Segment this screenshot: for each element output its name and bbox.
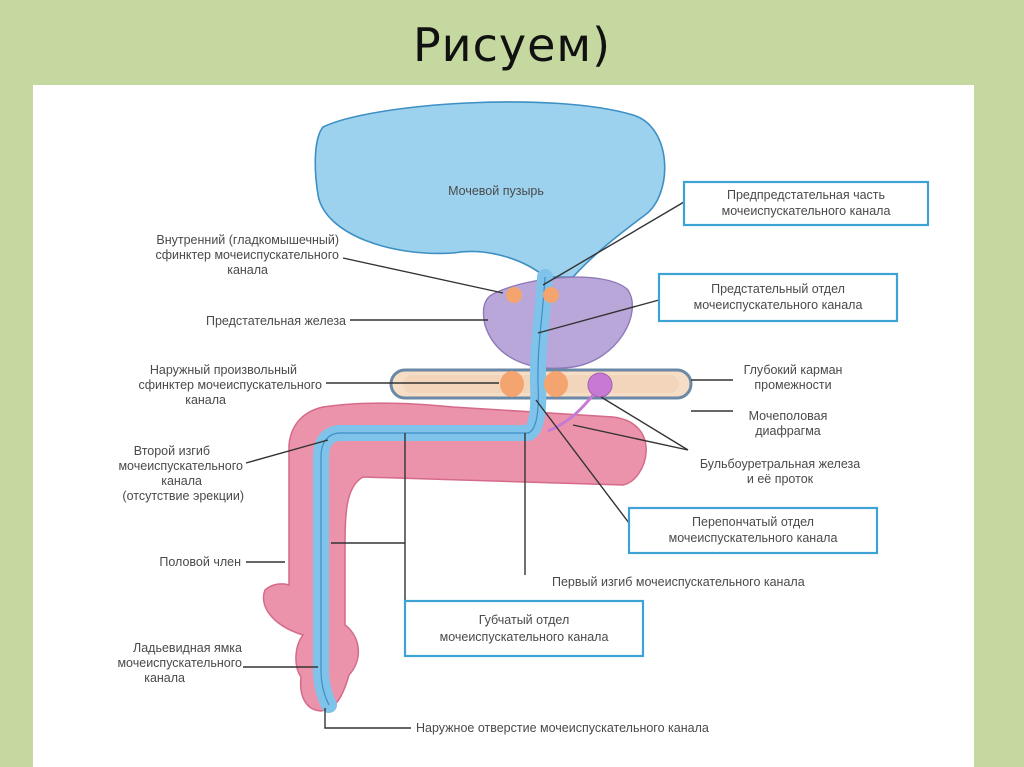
- external-sphincter-label-line-2: сфинктер мочеиспускательного: [138, 378, 322, 392]
- second-bend-label-line-1: Второй изгиб: [134, 444, 210, 458]
- bulbourethral-gland: [587, 372, 613, 398]
- prostatic-label-box: [657, 272, 899, 323]
- membranous-label-line-2: мочеиспускательного канала: [669, 531, 838, 545]
- external-sphincter-label-line-1: Наружный произвольный: [150, 363, 297, 377]
- external-sphincter-label-line-3: канала: [185, 393, 226, 407]
- second-bend-label-line-4: (отсутствие эрекции): [122, 489, 244, 503]
- preprostatic-label-box: [682, 180, 930, 227]
- bulbourethral-label-line-1: Бульбоуретральная железа: [700, 457, 860, 471]
- internal-sphincter: [506, 287, 522, 303]
- spongy-label-line-2: мочеиспускательного канала: [440, 630, 609, 644]
- navicular-fossa-label-line-3: канала: [144, 671, 185, 685]
- prostate-gland-label: Предстательная железа: [206, 314, 346, 328]
- prostate-shape: [482, 276, 633, 369]
- bladder-label: Мочевой пузырь: [448, 184, 544, 198]
- first-bend-label: Первый изгиб мочеиспускательного канала: [552, 575, 805, 589]
- penis-shape: [262, 402, 647, 712]
- spongy-label-line-1: Губчатый отдел: [479, 613, 570, 627]
- diaphragm-label-line-2: диафрагма: [755, 424, 821, 438]
- second-bend-label-line-3: канала: [161, 474, 202, 488]
- slide-title: Рисуем): [412, 18, 612, 72]
- internal-sphincter-label-line-2: сфинктер мочеиспускательного: [155, 248, 339, 262]
- penis-label: Половой член: [159, 555, 241, 569]
- prostatic-label-line-1: Предстательный отдел: [711, 282, 845, 296]
- external-orifice-label: Наружное отверстие мочеиспускательного к…: [416, 721, 709, 735]
- prostatic-label-line-2: мочеиспускательного канала: [694, 298, 863, 312]
- internal-sphincter-label-line-1: Внутренний (гладкомышечный): [156, 233, 339, 247]
- membranous-label-box: [627, 506, 879, 555]
- spongy-label-box: [403, 599, 645, 658]
- external-sphincter: [500, 371, 524, 397]
- bulbourethral-label-line-2: и её проток: [747, 472, 814, 486]
- preprostatic-label-line-1: Предпредстательная часть: [727, 188, 885, 202]
- preprostatic-label-line-2: мочеиспускательного канала: [722, 204, 891, 218]
- navicular-fossa-label-line-1: Ладьевидная ямка: [133, 641, 242, 655]
- membranous-label-line-1: Перепончатый отдел: [692, 515, 814, 529]
- bladder-shape: [314, 101, 666, 278]
- navicular-fossa-label-line-2: мочеиспускательного: [117, 656, 242, 670]
- diaphragm-label-line-1: Мочеполовая: [749, 409, 828, 423]
- diagram-panel: Мочевой пузырь Внутренний (гладкомышечны…: [33, 85, 974, 767]
- deep-pouch-label-line-2: промежности: [754, 378, 831, 392]
- second-bend-label-line-2: мочеиспускательного: [118, 459, 243, 473]
- urethra-anatomy-diagram: Мочевой пузырь Внутренний (гладкомышечны…: [117, 101, 930, 735]
- deep-pouch-label-line-1: Глубокий карман: [744, 363, 843, 377]
- internal-sphincter-label-line-3: канала: [227, 263, 268, 277]
